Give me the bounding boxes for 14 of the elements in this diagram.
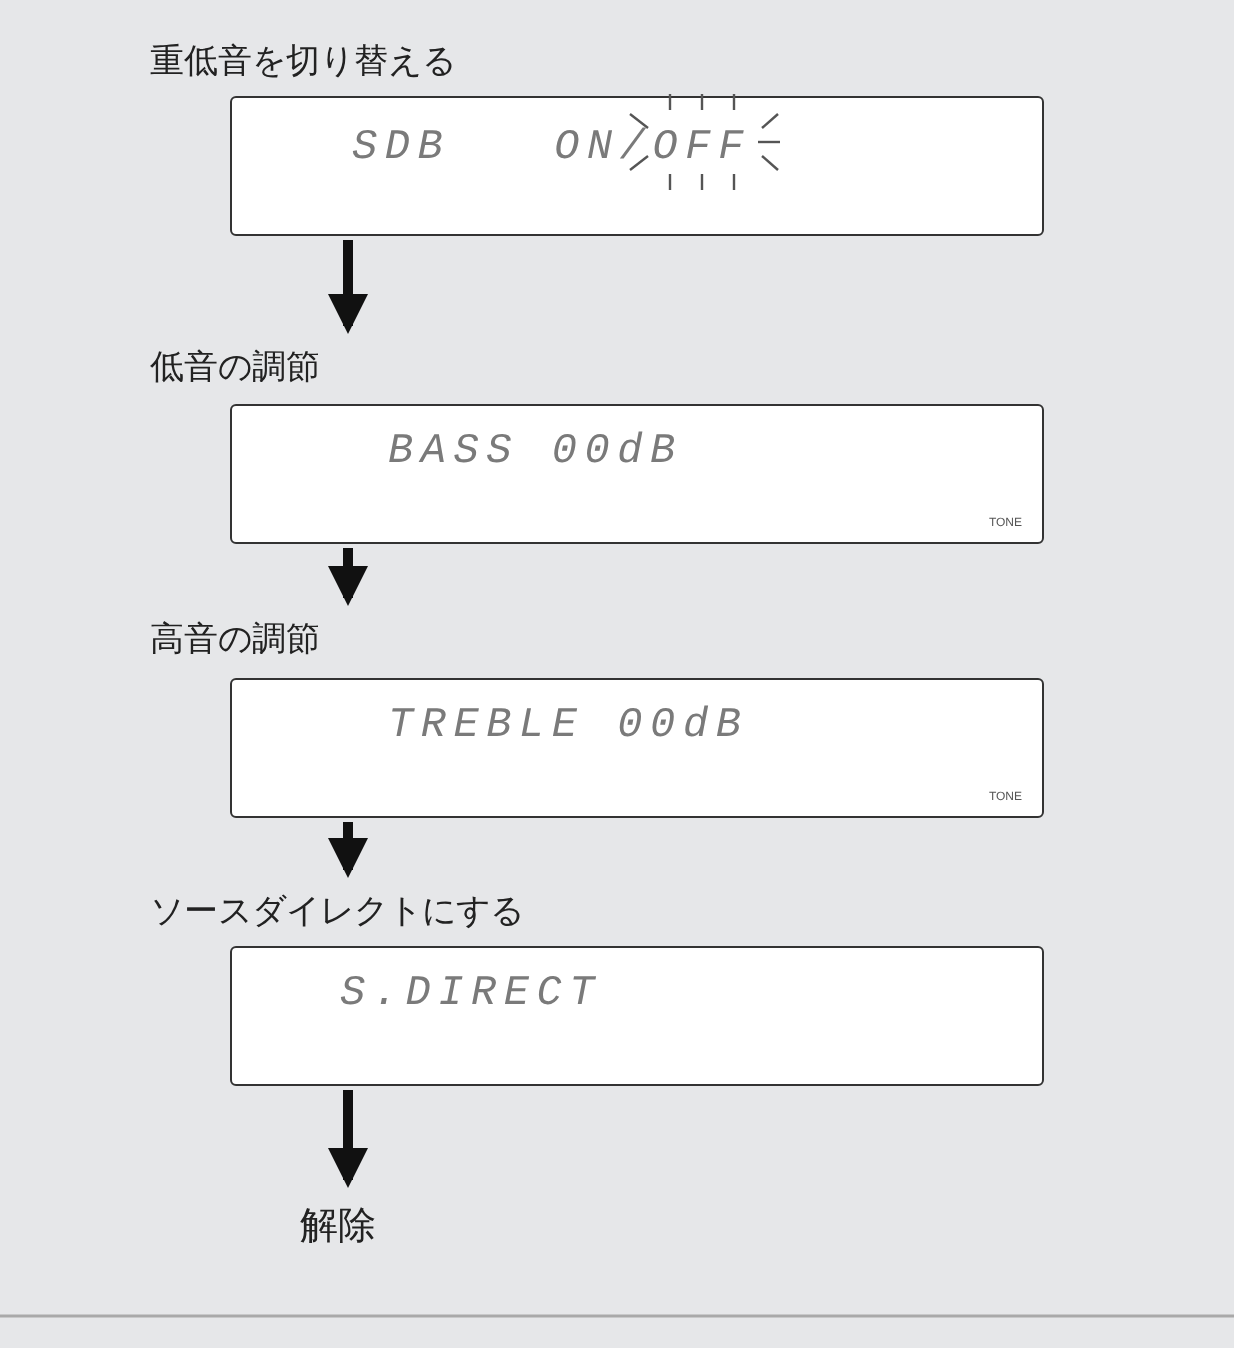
down-arrow (328, 240, 368, 334)
display-text: BASS 00dB (388, 428, 683, 480)
step-heading: 高音の調節 (150, 618, 322, 662)
display-text: SDB (352, 124, 451, 176)
down-arrow (328, 822, 368, 878)
end-label: 解除 (300, 1206, 376, 1248)
step-heading: 低音の調節 (150, 346, 322, 390)
step-heading: ソースダイレクトにする (150, 890, 526, 934)
down-arrow (328, 548, 368, 606)
step-heading: 重低音を切り替える (150, 40, 458, 84)
display-text: TREBLE 00dB (388, 702, 749, 754)
display-text: ON/OFF (554, 126, 751, 172)
down-arrow (328, 1090, 368, 1188)
display-text: S.DIRECT (340, 970, 603, 1022)
